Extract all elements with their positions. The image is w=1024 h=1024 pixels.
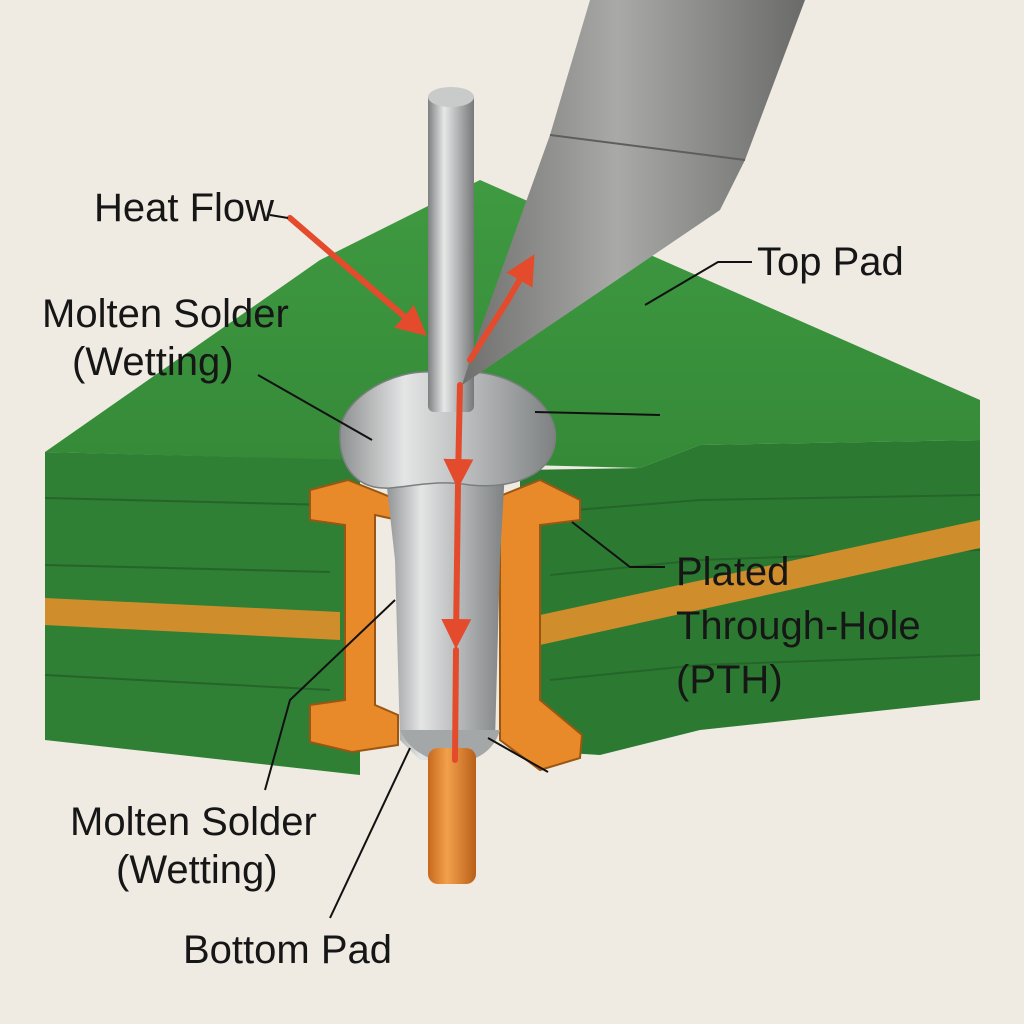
- label-molten-solder-bottom-line1: Molten Solder: [70, 800, 317, 844]
- pth-plating-right: [488, 478, 584, 772]
- inner-copper-layer-right: [540, 520, 980, 645]
- soldering-iron: [462, 0, 805, 385]
- label-pth-line2: Through-Hole: [676, 604, 921, 648]
- label-heat-flow: Heat Flow: [94, 186, 275, 230]
- heat-arrow-up: [467, 254, 535, 363]
- label-molten-solder-top-line2: (Wetting): [72, 340, 234, 384]
- label-bottom-pad: Bottom Pad: [183, 928, 393, 972]
- leader-bottom-pad: [329, 747, 411, 919]
- heat-arrow-down: [443, 382, 474, 489]
- leader-pth: [571, 521, 665, 568]
- inner-copper-layer-left: [45, 598, 340, 640]
- leader-heat-flow: [269, 214, 289, 219]
- label-molten-solder-top-line1: Molten Solder: [42, 292, 289, 336]
- label-top-pad: Top Pad: [757, 240, 904, 284]
- leader-solder-right: [534, 411, 661, 416]
- heat-flow-arrows: [287, 215, 535, 763]
- leader-molten-top: [257, 374, 373, 441]
- label-pth-line1: Plated: [676, 550, 790, 594]
- label-plated-through-hole: Plated Through-Hole (PTH): [676, 545, 921, 707]
- leader-pth-lower: [487, 737, 549, 773]
- component-lead-cap: [428, 87, 474, 107]
- leader-molten-bottom: [264, 599, 396, 791]
- heat-arrow-incoming: [287, 215, 427, 336]
- solder-column: [385, 470, 505, 760]
- label-molten-solder-bottom: Molten Solder (Wetting): [70, 798, 317, 894]
- solder-fillet-top: [339, 371, 557, 489]
- label-molten-solder-bottom-line2: (Wetting): [116, 848, 278, 892]
- label-pth-line3: (PTH): [676, 658, 783, 702]
- heat-arrow-down-lower: [441, 482, 472, 649]
- component-lead-bottom: [428, 748, 476, 884]
- label-molten-solder-top: Molten Solder (Wetting): [42, 290, 289, 386]
- component-lead-top: [428, 92, 474, 412]
- leader-top-pad: [644, 261, 752, 306]
